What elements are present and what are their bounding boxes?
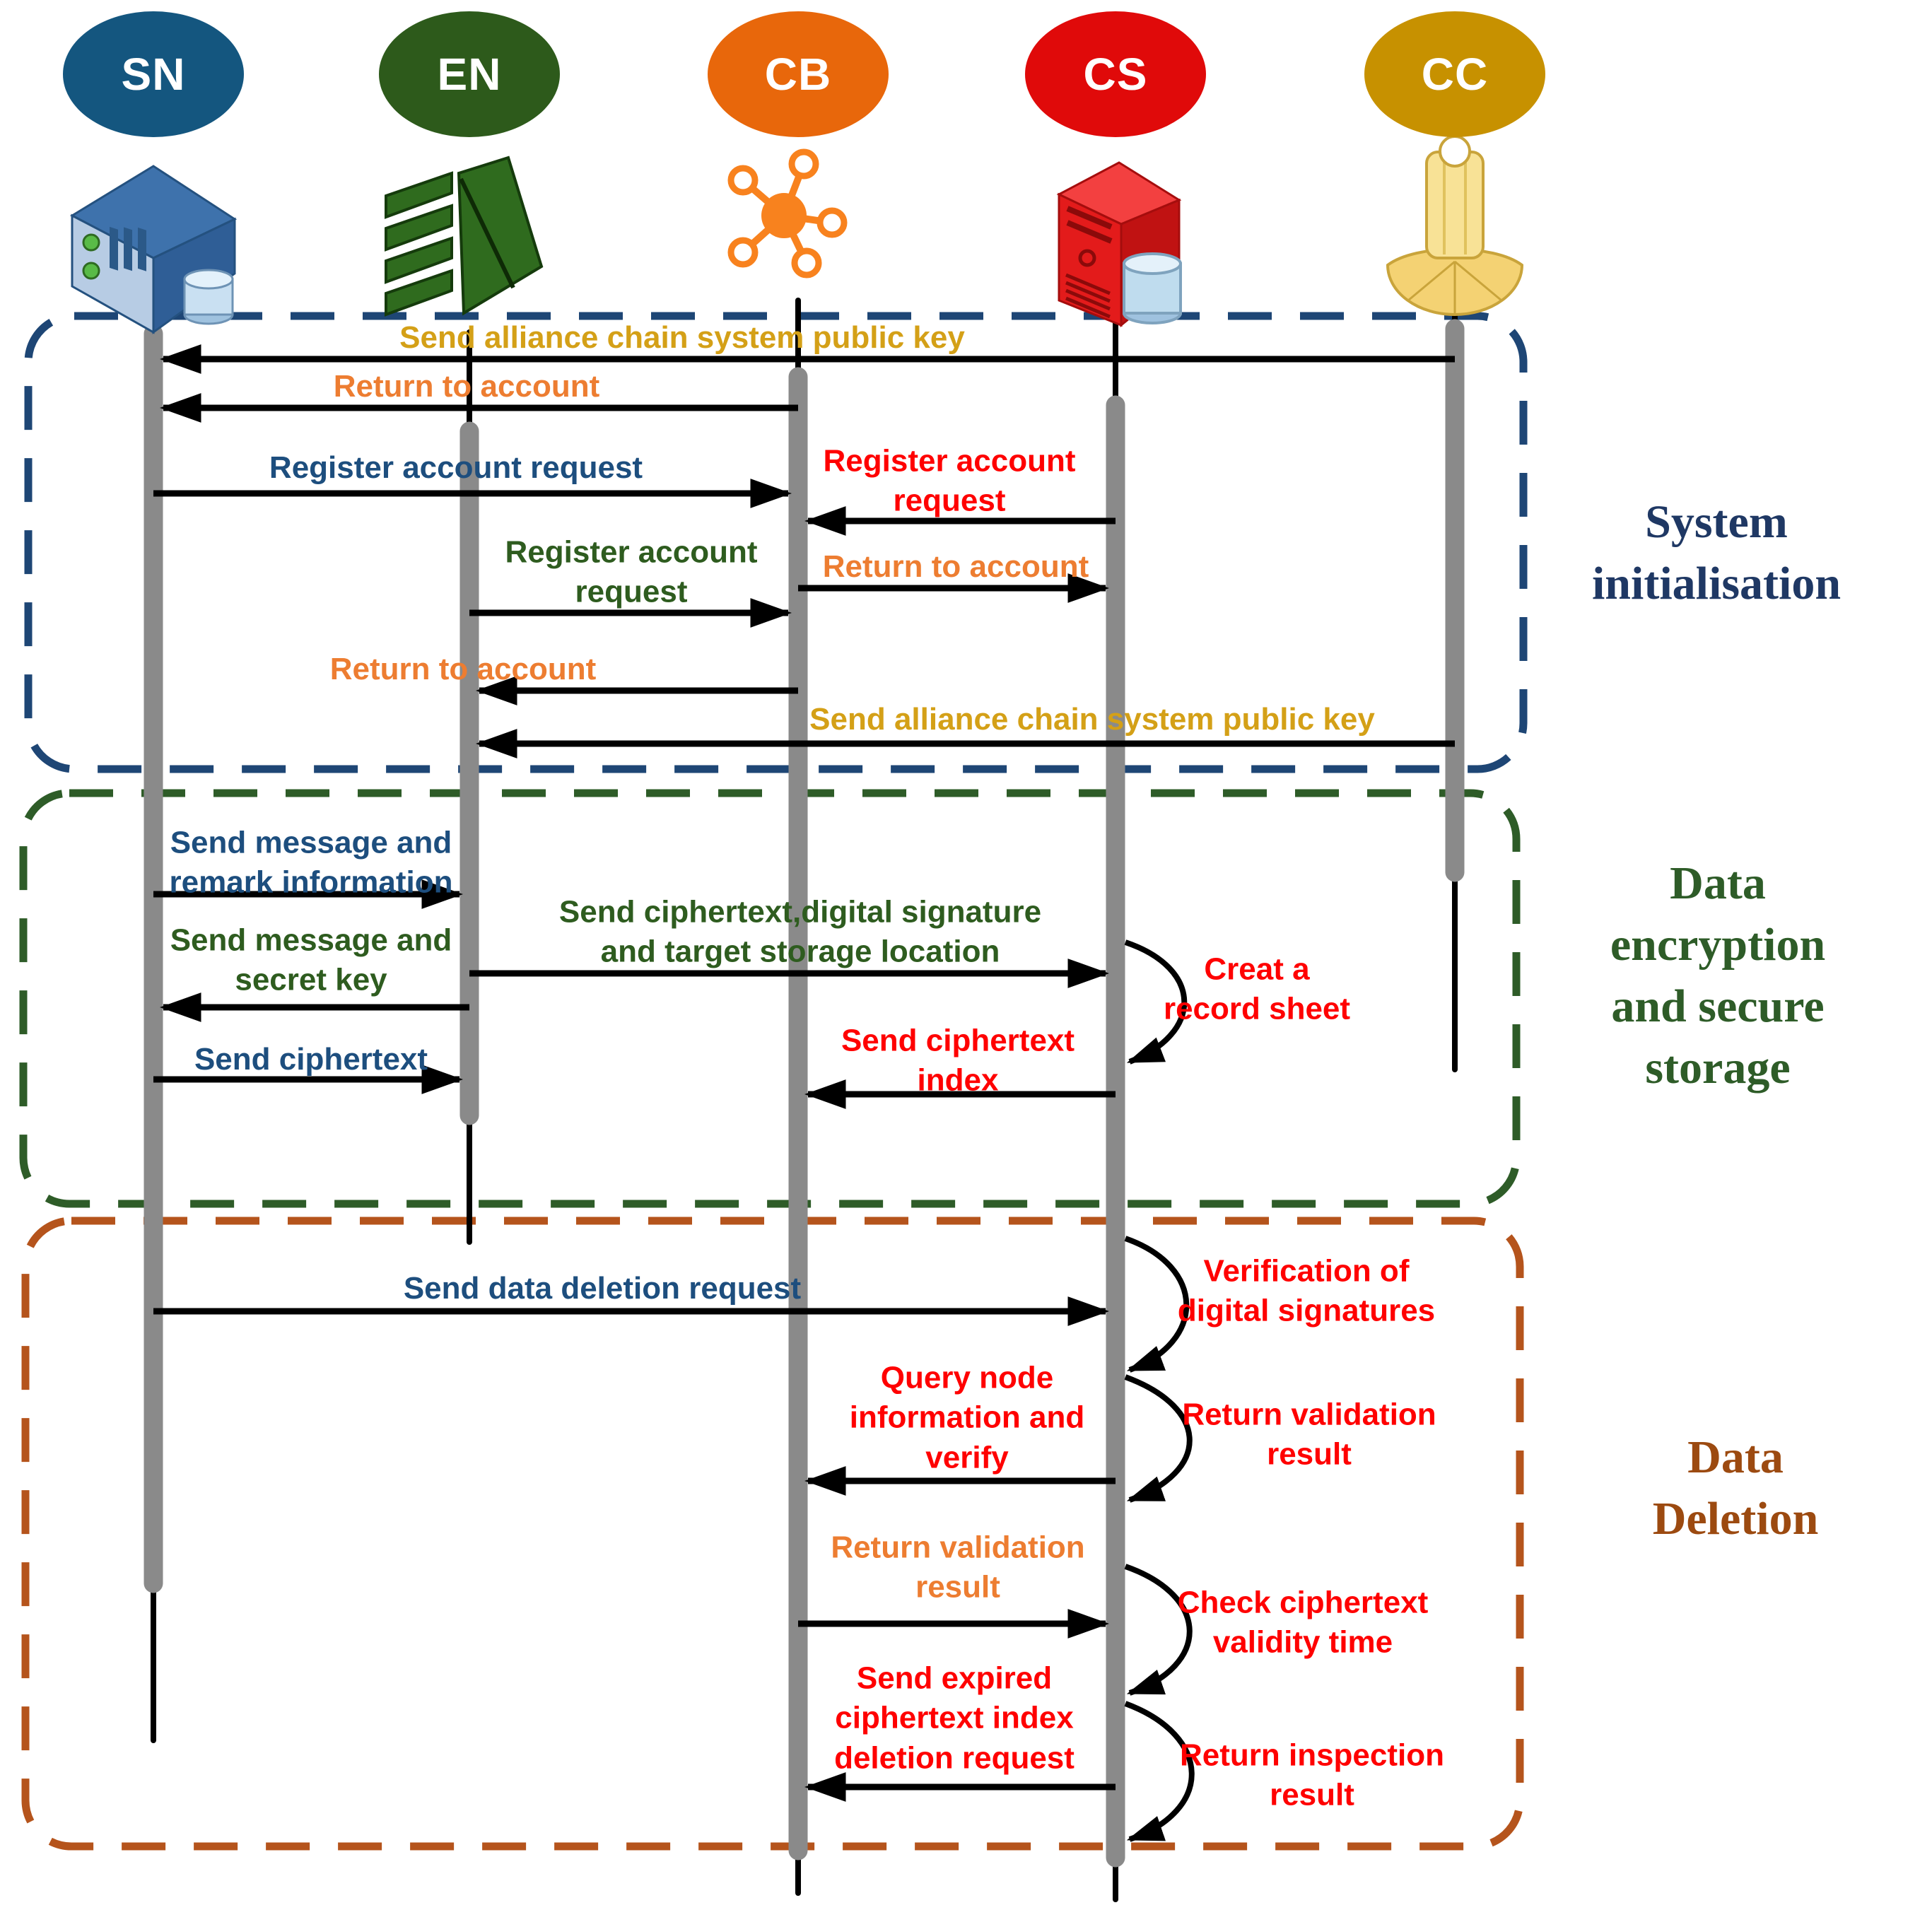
loop-creat-record-sheet: [1124, 939, 1188, 1065]
section-label-data-encryption-storage: Data encryption and secure storage: [1610, 857, 1826, 1094]
orange-hub-icon: [727, 148, 848, 279]
msg-return-validation-loop: Return validation result: [1182, 1397, 1436, 1472]
msg-send-alliance-key-to-sn: Send alliance chain system public key: [399, 320, 965, 355]
msg-check-ciphertext-validity: Check ciphertext validity time: [1177, 1585, 1429, 1660]
actor-en: EN: [379, 11, 560, 137]
msg-return-to-account-cs: Return to account: [822, 549, 1089, 584]
section-label-data-deletion: Data Deletion: [1652, 1431, 1819, 1545]
loop-return-inspection-result: [1124, 1701, 1195, 1842]
msg-return-inspection-result: Return inspection result: [1179, 1738, 1445, 1812]
msg-return-to-account-en: Return to account: [329, 651, 597, 686]
self-loops: [1124, 939, 1195, 1842]
msg-send-expired-index-deletion: Send expired ciphertext index deletion r…: [834, 1660, 1075, 1776]
msg-send-alliance-key-to-en: Send alliance chain system public key: [809, 701, 1375, 737]
actor-cc: CC: [1364, 11, 1545, 137]
msg-return-validation-result: Return validation result: [831, 1530, 1085, 1605]
msg-send-message-secret-key: Send message and secret key: [170, 922, 452, 997]
msg-register-account-cs: Register account request: [823, 443, 1076, 518]
loop-return-validation-result: [1124, 1374, 1193, 1503]
phase-box-system-initialisation: [24, 312, 1528, 773]
actor-cb: CB: [708, 11, 889, 137]
blue-server-icon: [69, 165, 238, 334]
phase-box-data-deletion: [21, 1217, 1524, 1851]
msg-send-ciphertext-signature: Send ciphertext,digital signature and ta…: [558, 894, 1042, 969]
message-arrows: [153, 344, 1455, 1802]
section-label-system-initialisation: System initialisation: [1591, 496, 1842, 609]
msg-query-node-information: Query node information and verify: [849, 1360, 1085, 1475]
msg-register-account-sn: Register account request: [269, 450, 643, 485]
actor-cs: CS: [1025, 11, 1206, 137]
loop-verification-signatures: [1124, 1236, 1190, 1373]
activation-bars: [144, 319, 1465, 1868]
msg-register-account-en: Register account request: [505, 534, 758, 609]
msg-verification-signatures: Verification of digital signatures: [1177, 1253, 1436, 1328]
msg-return-to-account-sn: Return to account: [333, 368, 600, 404]
loop-check-ciphertext-validity: [1124, 1564, 1193, 1696]
gold-pillar-icon: [1386, 135, 1524, 316]
msg-send-ciphertext-index: Send ciphertext index: [841, 1023, 1075, 1098]
phase-box-data-encryption-storage: [19, 789, 1521, 1208]
actor-sn: SN: [63, 11, 244, 137]
red-tower-database-icon: [1056, 161, 1182, 328]
green-rack-icon: [385, 156, 544, 317]
msg-send-data-deletion-request: Send data deletion request: [403, 1270, 802, 1306]
msg-creat-record-sheet: Creat a record sheet: [1163, 951, 1351, 1026]
msg-send-message-remark: Send message and remark information: [169, 825, 453, 900]
msg-send-ciphertext: Send ciphertext: [194, 1041, 428, 1077]
